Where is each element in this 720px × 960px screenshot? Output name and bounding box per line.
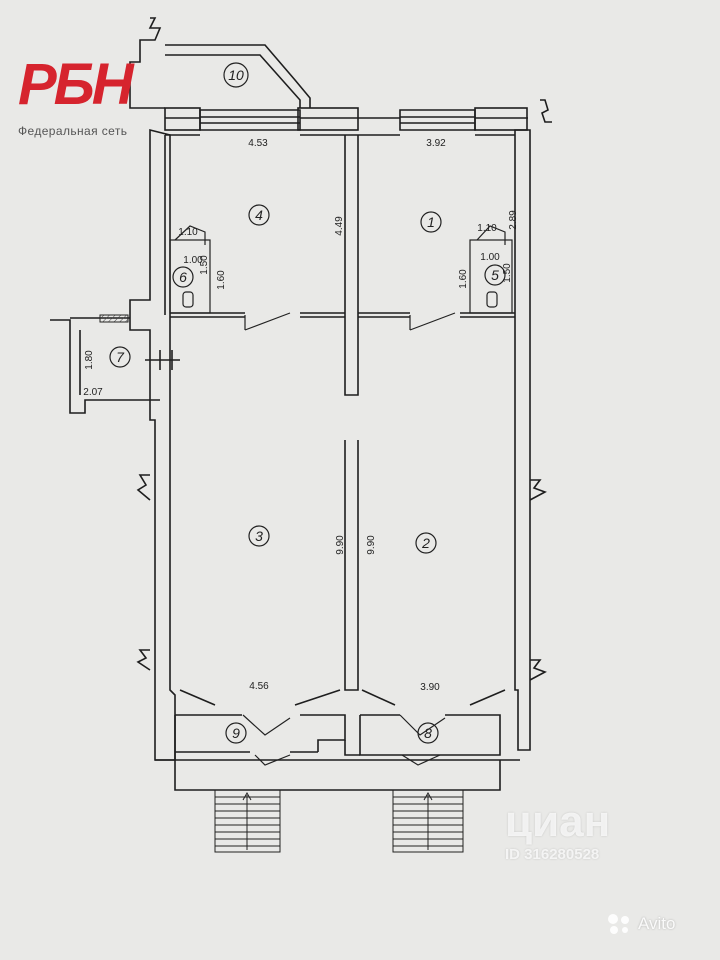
room-markers <box>109 62 506 744</box>
dim-room7-width: 2.07 <box>83 387 103 398</box>
room-number-6: 6 <box>179 269 187 285</box>
rbn-logo: РБН <box>18 52 138 117</box>
avito-label: Avito <box>638 914 676 933</box>
dim-room2-width: 3.90 <box>420 682 440 693</box>
dim-room5-depth: 1.50 <box>502 263 513 283</box>
doors <box>242 312 456 766</box>
dim-room4-width: 4.53 <box>248 138 268 149</box>
cian-listing-id: ID 316280528 <box>505 846 600 863</box>
bathroom-5 <box>469 225 513 314</box>
dim-room3-width: 4.56 <box>249 681 269 692</box>
avito-dots-icon <box>608 914 629 934</box>
avito-watermark: Avito <box>606 913 676 935</box>
dim-room6-length: 1.60 <box>216 270 227 290</box>
dim-room5-length: 1.60 <box>458 269 469 289</box>
dim-room2-length: 9.90 <box>366 535 377 555</box>
dim-room6-inner: 1.00 <box>183 255 203 266</box>
room-number-3: 3 <box>255 528 263 544</box>
logo-subtitle: Федеральная сеть <box>18 124 128 138</box>
room-number-2: 2 <box>421 535 430 551</box>
stairs-right <box>392 789 464 853</box>
room-numbers: 1 2 3 4 5 6 7 8 9 10 <box>116 67 499 741</box>
bathroom-6 <box>169 225 211 314</box>
room-number-1: 1 <box>427 214 435 230</box>
room-number-9: 9 <box>232 725 240 741</box>
dim-room4-length: 4.49 <box>334 216 345 236</box>
stairs-left <box>214 789 281 853</box>
dim-room5-width: 1.10 <box>477 223 497 234</box>
cian-watermark: циан ID 316280528 <box>505 797 655 864</box>
room-number-4: 4 <box>255 207 263 223</box>
room-number-8: 8 <box>424 725 432 741</box>
logo-text: РБН <box>18 52 135 117</box>
dim-room6-depth: 1.50 <box>199 255 210 275</box>
dim-room1-length: 2.89 <box>508 210 519 230</box>
dim-room7-height: 1.80 <box>84 350 95 370</box>
room-number-7: 7 <box>116 349 125 365</box>
dim-room6-width: 1.10 <box>178 227 198 238</box>
cian-brand: циан <box>505 797 611 846</box>
room-number-10: 10 <box>228 67 244 83</box>
room-number-5: 5 <box>491 267 499 283</box>
hatched-wall <box>99 314 129 323</box>
dimension-labels: 4.53 3.92 4.49 2.89 1.10 1.00 1.50 1.60 … <box>83 138 519 693</box>
dim-room5-inner: 1.00 <box>480 252 500 263</box>
dim-room3-length: 9.90 <box>335 535 346 555</box>
dim-room1-width: 3.92 <box>426 138 446 149</box>
